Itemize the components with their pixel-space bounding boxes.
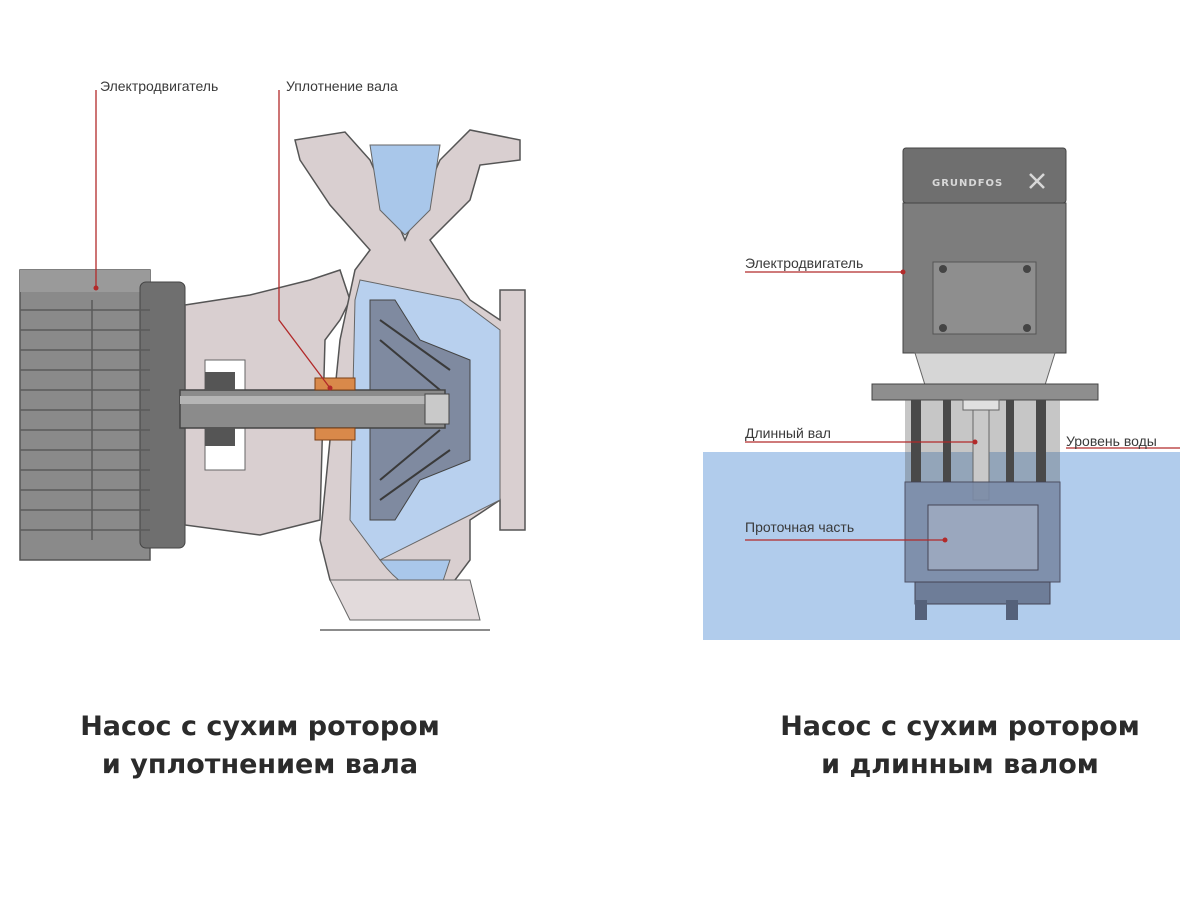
grundfos-logo: GRUNDFOS: [932, 178, 1003, 189]
right-label-flow-part: Проточная часть: [745, 519, 854, 535]
right-label-long-shaft: Длинный вал: [745, 425, 831, 441]
right-caption-line2: и длинным валом: [821, 749, 1099, 780]
left-caption-line2: и уплотнением вала: [101, 749, 419, 780]
support-columns: [911, 400, 1046, 482]
left-motor: [19, 269, 186, 561]
right-label-motor: Электродвигатель: [745, 255, 863, 271]
left-label-shaft-seal: Уплотнение вала: [286, 78, 398, 94]
right-pump: GRUNDFOS: [703, 147, 1180, 640]
flow-part: [904, 481, 1061, 620]
right-caption: Насос с сухим ротором и длинным валом: [740, 708, 1180, 784]
right-label-water-level: Уровень воды: [1066, 433, 1157, 449]
left-caption-line1: Насос с сухим ротором: [80, 711, 440, 742]
left-label-motor: Электродвигатель: [100, 78, 218, 94]
right-caption-line1: Насос с сухим ротором: [780, 711, 1140, 742]
left-pump-cross-section: Электродвигатель Уплотнение вала: [19, 78, 526, 631]
left-shaft: [179, 389, 446, 429]
right-motor: GRUNDFOS: [902, 147, 1067, 354]
left-caption: Насос с сухим ротором и уплотнением вала: [40, 708, 480, 784]
